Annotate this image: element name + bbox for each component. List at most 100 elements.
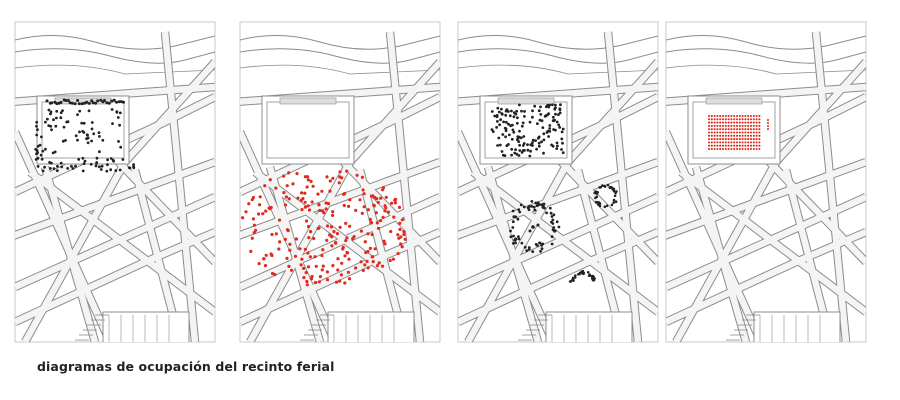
- occupancy-dot: [518, 149, 522, 152]
- occupancy-dot: [128, 166, 132, 170]
- occupancy-dot: [514, 238, 518, 241]
- occupancy-dot: [721, 138, 725, 141]
- occupancy-dot: [317, 280, 321, 284]
- occupancy-dot: [713, 114, 716, 118]
- occupancy-dot: [537, 141, 541, 145]
- occupancy-dot: [719, 144, 722, 147]
- occupancy-dot: [304, 219, 309, 223]
- occupancy-dot: [268, 178, 272, 182]
- occupancy-dot: [724, 131, 727, 134]
- occupancy-dot: [310, 200, 314, 204]
- occupancy-dot: [713, 141, 716, 144]
- occupancy-dot: [306, 175, 310, 179]
- occupancy-dot: [73, 102, 77, 106]
- occupancy-dot: [82, 162, 86, 166]
- occupancy-dot: [378, 219, 383, 223]
- occupancy-dot: [593, 191, 596, 195]
- occupancy-dot: [744, 131, 747, 134]
- occupancy-dot: [352, 235, 356, 239]
- riverbank-line: [240, 35, 440, 50]
- occupancy-dot: [523, 110, 526, 113]
- occupancy-dot: [555, 141, 559, 145]
- occupancy-dot: [601, 184, 604, 187]
- occupancy-dot: [758, 118, 761, 121]
- occupancy-dot: [522, 142, 526, 145]
- occupancy-dot: [710, 131, 713, 134]
- occupancy-dot: [122, 100, 125, 104]
- occupancy-dot: [727, 147, 730, 151]
- occupancy-dot: [338, 170, 342, 174]
- occupancy-dot: [381, 186, 385, 190]
- occupancy-dot: [730, 138, 733, 141]
- occupancy-dot: [710, 124, 713, 127]
- occupancy-dot: [77, 158, 81, 161]
- occupancy-dot: [528, 229, 532, 233]
- occupancy-dot: [322, 211, 326, 215]
- occupancy-dot: [733, 128, 736, 131]
- venue-stand: [705, 97, 763, 105]
- occupancy-dot: [316, 226, 320, 231]
- occupancy-dot: [274, 186, 278, 190]
- occupancy-dot: [38, 143, 42, 147]
- occupancy-dot: [747, 141, 750, 144]
- occupancy-dot: [109, 157, 113, 160]
- occupancy-dot: [514, 241, 517, 245]
- occupancy-dot: [538, 241, 541, 245]
- occupancy-dot: [536, 202, 540, 206]
- occupancy-dot: [331, 213, 335, 217]
- occupancy-dot: [721, 147, 725, 151]
- occupancy-dot: [34, 147, 38, 151]
- occupancy-dot: [365, 259, 369, 263]
- occupancy-dot: [361, 268, 365, 272]
- occupancy-dot: [551, 144, 555, 148]
- occupancy-dot: [376, 226, 381, 230]
- occupancy-dot: [553, 229, 557, 233]
- occupancy-dot: [251, 217, 255, 221]
- occupancy-dot: [716, 128, 719, 131]
- occupancy-dot: [752, 124, 755, 127]
- occupancy-dot: [752, 131, 755, 134]
- occupancy-dot: [541, 205, 545, 209]
- occupancy-dot: [388, 258, 392, 263]
- occupancy-dot: [713, 128, 716, 131]
- occupancy-dot: [730, 124, 733, 127]
- occupancy-dot: [735, 114, 739, 118]
- occupancy-dot: [555, 147, 559, 150]
- occupancy-dot: [328, 233, 332, 237]
- occupancy-dot: [710, 121, 713, 124]
- occupancy-dot: [340, 176, 344, 180]
- occupancy-dot: [550, 235, 554, 239]
- occupancy-dot: [755, 124, 758, 127]
- occupancy-dot: [548, 127, 552, 130]
- occupancy-dot: [86, 133, 89, 137]
- occupancy-dot: [558, 111, 562, 115]
- occupancy-dot: [735, 121, 739, 124]
- occupancy-dot: [733, 131, 736, 134]
- occupancy-dot: [532, 205, 536, 209]
- occupancy-dot: [749, 131, 753, 134]
- occupancy-dot: [724, 138, 727, 141]
- occupancy-dot: [515, 152, 519, 156]
- occupancy-dot: [299, 263, 303, 267]
- occupancy-dot: [244, 210, 248, 214]
- occupancy-dot: [561, 141, 564, 145]
- occupancy-dot: [741, 147, 744, 151]
- occupancy-dot: [592, 278, 596, 282]
- occupancy-dot: [613, 194, 617, 198]
- occupancy-dot: [510, 137, 514, 141]
- occupancy-dot: [269, 205, 273, 210]
- occupancy-dot: [305, 185, 309, 189]
- stairs: [300, 314, 334, 341]
- occupancy-dot: [747, 118, 750, 121]
- occupancy-dot: [334, 280, 339, 284]
- riverbank-line: [15, 35, 215, 50]
- occupancy-dot: [76, 138, 79, 142]
- occupancy-dot: [512, 234, 515, 238]
- occupancy-dot: [345, 236, 349, 240]
- occupancy-dot: [398, 221, 402, 225]
- occupancy-dot: [511, 242, 515, 245]
- occupancy-dot: [738, 134, 741, 137]
- occupancy-dot: [87, 109, 91, 113]
- occupancy-dot: [325, 238, 329, 242]
